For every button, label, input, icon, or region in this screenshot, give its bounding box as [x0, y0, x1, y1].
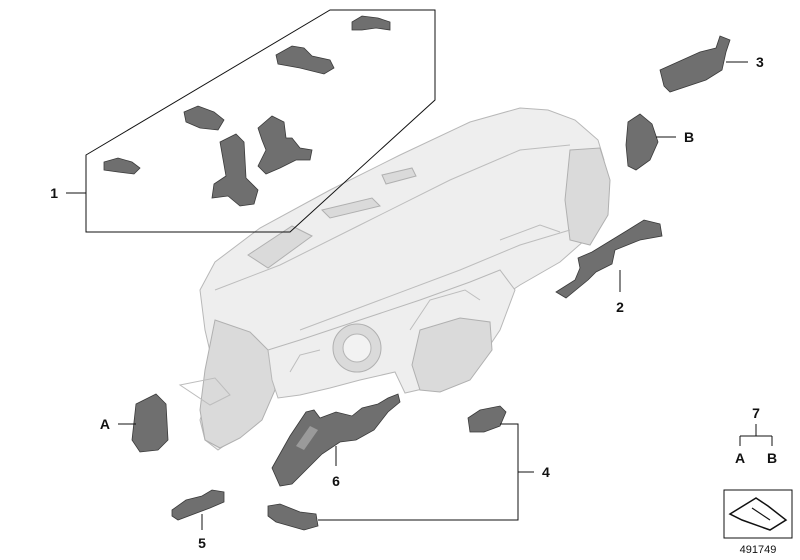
- label-3: 3: [756, 54, 764, 70]
- part-4-trim-lower: [267, 503, 319, 531]
- kit-1-callout: 1: [50, 9, 436, 233]
- kit-1-outline: [85, 9, 436, 233]
- end-cap-b: [625, 113, 659, 171]
- part-4-trim-upper: [467, 405, 507, 433]
- label-a-left: A: [100, 416, 110, 432]
- part-5-callout: 5: [171, 489, 225, 551]
- kit-1-bracket-large: [211, 133, 259, 207]
- image-number: 491749: [740, 544, 777, 556]
- label-7: 7: [752, 405, 760, 421]
- label-b-key: B: [767, 450, 777, 466]
- label-4: 4: [542, 464, 550, 480]
- label-5: 5: [198, 535, 206, 551]
- dashboard-carrier: [178, 107, 611, 451]
- part-2-callout: 2: [555, 219, 663, 315]
- end-cap-a: [131, 393, 169, 453]
- part-4-callout: 4: [267, 405, 550, 531]
- kit-1-clip-b: [183, 105, 225, 131]
- image-number-box: 491749: [723, 489, 793, 556]
- kit-1-bracket-double: [257, 115, 313, 175]
- part-3-callout: 3: [659, 35, 764, 93]
- label-b-right: B: [684, 129, 694, 145]
- end-cap-b-callout: B: [625, 113, 694, 171]
- part-3-trim: [659, 35, 731, 93]
- label-6: 6: [332, 473, 340, 489]
- kit-1-bracket-top: [351, 15, 391, 31]
- part-7-key: 7 A B: [735, 405, 777, 466]
- kit-1-clip-c: [103, 157, 141, 175]
- label-2: 2: [616, 299, 624, 315]
- end-cap-a-callout: A: [100, 393, 169, 453]
- part-5-trim: [171, 489, 225, 521]
- part-6-bracket: [271, 393, 401, 487]
- kit-1-clip-a: [275, 45, 335, 75]
- assembly-symbol-icon: [728, 497, 788, 531]
- part-6-callout: 6: [271, 393, 401, 489]
- part-2-bracket: [555, 219, 663, 299]
- label-1: 1: [50, 185, 58, 201]
- symbol-frame: [723, 489, 793, 539]
- label-a-key: A: [735, 450, 745, 466]
